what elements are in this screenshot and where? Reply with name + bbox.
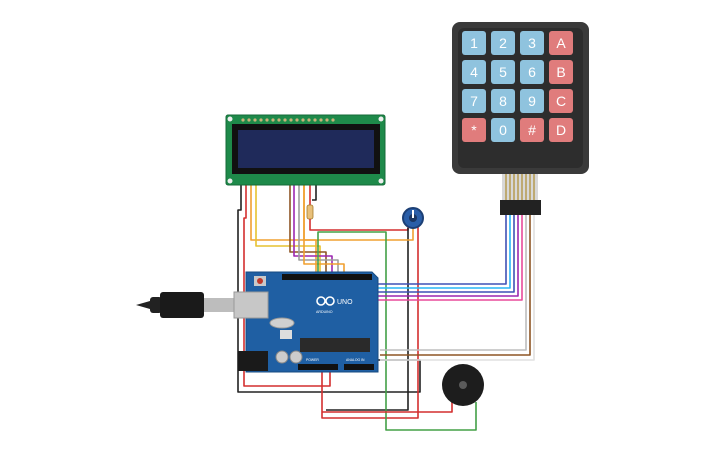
key-hash[interactable]: #: [520, 118, 544, 142]
lcd-screen: [238, 130, 374, 168]
key-label: *: [471, 122, 477, 138]
key-3[interactable]: 3: [520, 31, 544, 55]
wire-green: [317, 231, 477, 431]
key-label: 9: [528, 93, 536, 109]
usb-port: [233, 291, 269, 319]
wire-kp-white: [380, 215, 535, 361]
wire-pot-red: [321, 226, 419, 419]
key-label: 1: [470, 35, 478, 51]
wire-kp-gray: [380, 215, 527, 351]
analog-label: ANALOG IN: [346, 358, 365, 362]
key-b[interactable]: B: [549, 60, 573, 84]
key-label: B: [556, 64, 565, 80]
key-4[interactable]: 4: [462, 60, 486, 84]
wire-kp-blue2: [360, 215, 515, 293]
keypad-ribbon: [502, 174, 538, 200]
power-label: POWER: [306, 358, 319, 362]
key-7[interactable]: 7: [462, 89, 486, 113]
usb-cable[interactable]: [136, 292, 234, 318]
key-label: D: [556, 122, 566, 138]
wire-lcd-black2: [312, 185, 317, 201]
piezo-icon: [459, 381, 467, 389]
key-label: 6: [528, 64, 536, 80]
power-header: [298, 364, 338, 370]
power-jack: [238, 351, 268, 371]
key-2[interactable]: 2: [491, 31, 515, 55]
digital-header: [282, 274, 372, 280]
key-a[interactable]: A: [549, 31, 573, 55]
lcd-header-pins: [241, 118, 335, 122]
wire-kp-cyan: [356, 215, 511, 289]
arduino-uno[interactable]: UNO ARDUINO POWER ANALOG IN: [233, 271, 379, 373]
wire-lcd-yellow: [255, 185, 321, 276]
key-1[interactable]: 1: [462, 31, 486, 55]
key-label: 0: [499, 122, 507, 138]
wire-kp-blue1: [352, 215, 507, 285]
key-label: 8: [499, 93, 507, 109]
atmega-chip: [300, 338, 370, 352]
key-label: 3: [528, 35, 536, 51]
wire-lcd-purple: [293, 185, 333, 276]
potentiometer[interactable]: [402, 207, 424, 229]
key-label: #: [528, 122, 536, 138]
key-0[interactable]: 0: [491, 118, 515, 142]
key-9[interactable]: 9: [520, 89, 544, 113]
infinity-logo-icon: [316, 296, 335, 306]
keypad[interactable]: 1 2 3 A 4 5 6 B 7 8 9 C * 0 # D: [452, 22, 589, 215]
wire-kp-brown: [380, 215, 531, 356]
arduino-brand: ARDUINO: [316, 310, 333, 314]
wire-lcd-orange: [250, 185, 317, 276]
wire-pot-wiper: [303, 185, 414, 241]
analog-header: [344, 364, 374, 370]
key-8[interactable]: 8: [491, 89, 515, 113]
wire-kp-purple: [346, 215, 519, 297]
key-label: 4: [470, 64, 478, 80]
lcd-display[interactable]: [225, 114, 386, 186]
wire-kp-pink: [340, 215, 523, 301]
key-label: 5: [499, 64, 507, 80]
key-label: 2: [499, 35, 507, 51]
key-label: A: [556, 35, 566, 51]
keypad-connector: [500, 200, 541, 215]
key-6[interactable]: 6: [520, 60, 544, 84]
piezo-buzzer[interactable]: [442, 364, 484, 406]
arduino-model: UNO: [337, 299, 353, 306]
wire-buzzer-red: [322, 402, 453, 413]
resistor[interactable]: [306, 204, 314, 220]
key-d[interactable]: D: [549, 118, 573, 142]
key-star[interactable]: *: [462, 118, 486, 142]
key-5[interactable]: 5: [491, 60, 515, 84]
key-c[interactable]: C: [549, 89, 573, 113]
key-label: 7: [470, 93, 478, 109]
usb-plug-icon: [160, 292, 204, 318]
key-label: C: [556, 93, 566, 109]
